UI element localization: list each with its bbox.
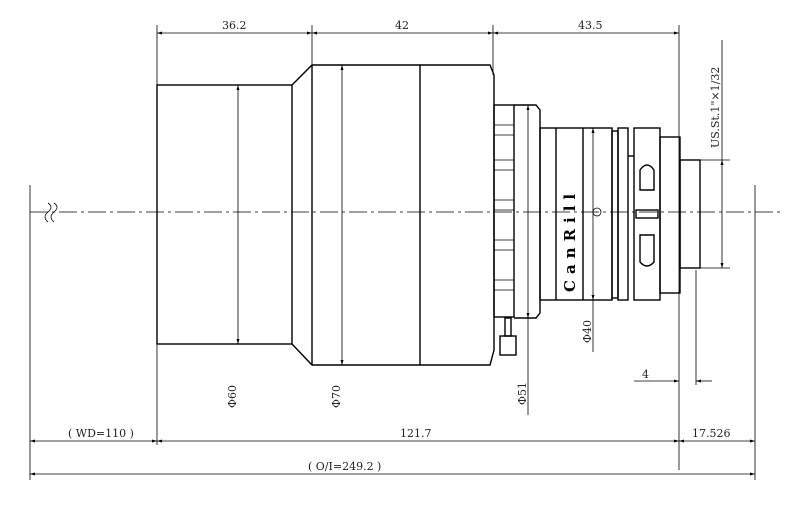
dim-mid-length: 42 [395,19,409,32]
bottom-dimension-lines [30,344,755,476]
dim-total-length: 121.7 [400,427,432,440]
dim-object-image: ( O/I=249.2 ) [308,460,381,473]
dim-dia-70: Φ70 [330,385,343,408]
break-symbol-icon [44,202,58,223]
dim-back-focus: 17.526 [692,427,731,440]
dim-working-distance: ( WD=110 ) [68,427,134,440]
lens-body [156,64,701,366]
top-dimension-lines [156,25,680,470]
dim-flange-4: 4 [642,368,649,381]
diameter-lines [29,40,756,480]
dim-dia-51: Φ51 [516,382,529,405]
dim-front-length: 36.2 [222,19,247,32]
dim-rear-length: 43.5 [578,19,603,32]
dim-dia-60: Φ60 [226,385,239,408]
dim-dia-40: Φ40 [581,320,594,343]
dim-thread-spec: US.St.1"×1/32 [709,67,722,148]
brand-label: CanRill [561,188,579,292]
